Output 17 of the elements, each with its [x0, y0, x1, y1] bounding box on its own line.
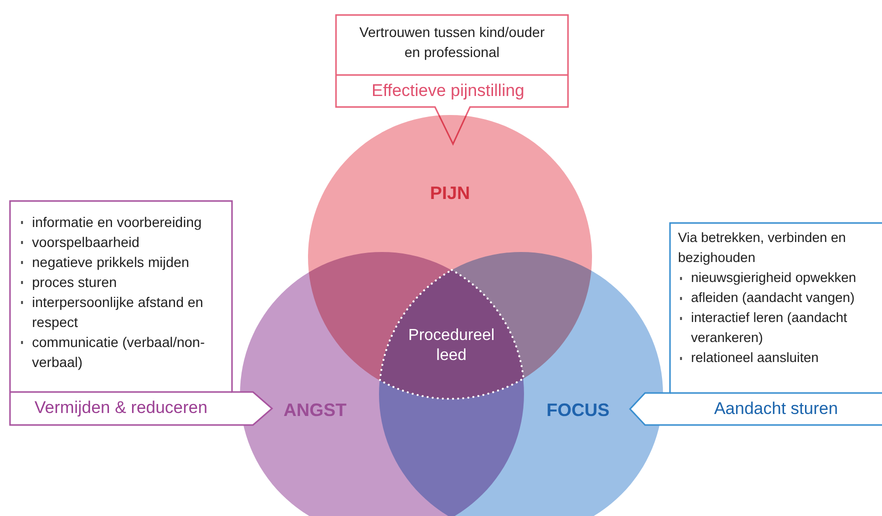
bullet-item: nieuwsgierigheid opwekken — [678, 268, 882, 288]
bullet-item: informatie en voorbereiding — [19, 212, 229, 232]
bullet-item: proces sturen — [19, 272, 229, 292]
circle-label: PIJN — [428, 183, 472, 203]
center-label: Procedureel leed — [407, 326, 496, 366]
bullet-item: interactief leren (aandacht verankeren) — [678, 308, 882, 348]
bullet-item: relationeel aansluiten — [678, 348, 882, 368]
bullet-item: negatieve prikkels mijden — [19, 252, 229, 272]
callout-title: Aandacht sturen — [713, 399, 839, 419]
bullet-item: voorspelbaarheid — [19, 232, 229, 252]
bullet-item: communicatie (verbaal/non-verbaal) — [19, 332, 229, 372]
callout-text: Vertrouwen tussen kind/ouder en professional — [358, 23, 546, 62]
callout-title: Effectieve pijnstilling — [370, 81, 526, 101]
circle-label: ANGST — [282, 400, 348, 420]
bullet-item: afleiden (aandacht vangen) — [678, 288, 882, 308]
callout-title: Vermijden & reduceren — [34, 398, 208, 418]
circle-label: FOCUS — [546, 400, 610, 420]
